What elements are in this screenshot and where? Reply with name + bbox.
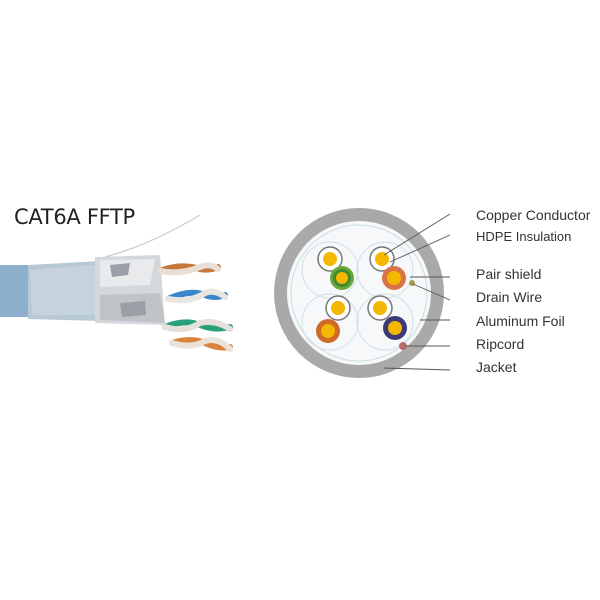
label-aluminum-foil: Aluminum Foil <box>476 313 565 329</box>
label-pair-shield: Pair shield <box>476 266 542 282</box>
label-jacket: Jacket <box>476 359 517 375</box>
label-copper-conductor: Copper Conductor <box>476 207 591 223</box>
product-title: CAT6A FFTP <box>14 205 135 229</box>
cable-cross-section <box>274 208 451 378</box>
cable-photo <box>0 215 233 352</box>
aluminum-foil <box>290 224 428 362</box>
label-drain-wire: Drain Wire <box>476 289 543 305</box>
ripcord <box>399 342 407 350</box>
drain-wire <box>409 280 415 286</box>
label-hdpe-insulation: HDPE Insulation <box>476 229 572 244</box>
jacket-inner <box>287 221 431 365</box>
label-ripcord: Ripcord <box>476 336 525 352</box>
